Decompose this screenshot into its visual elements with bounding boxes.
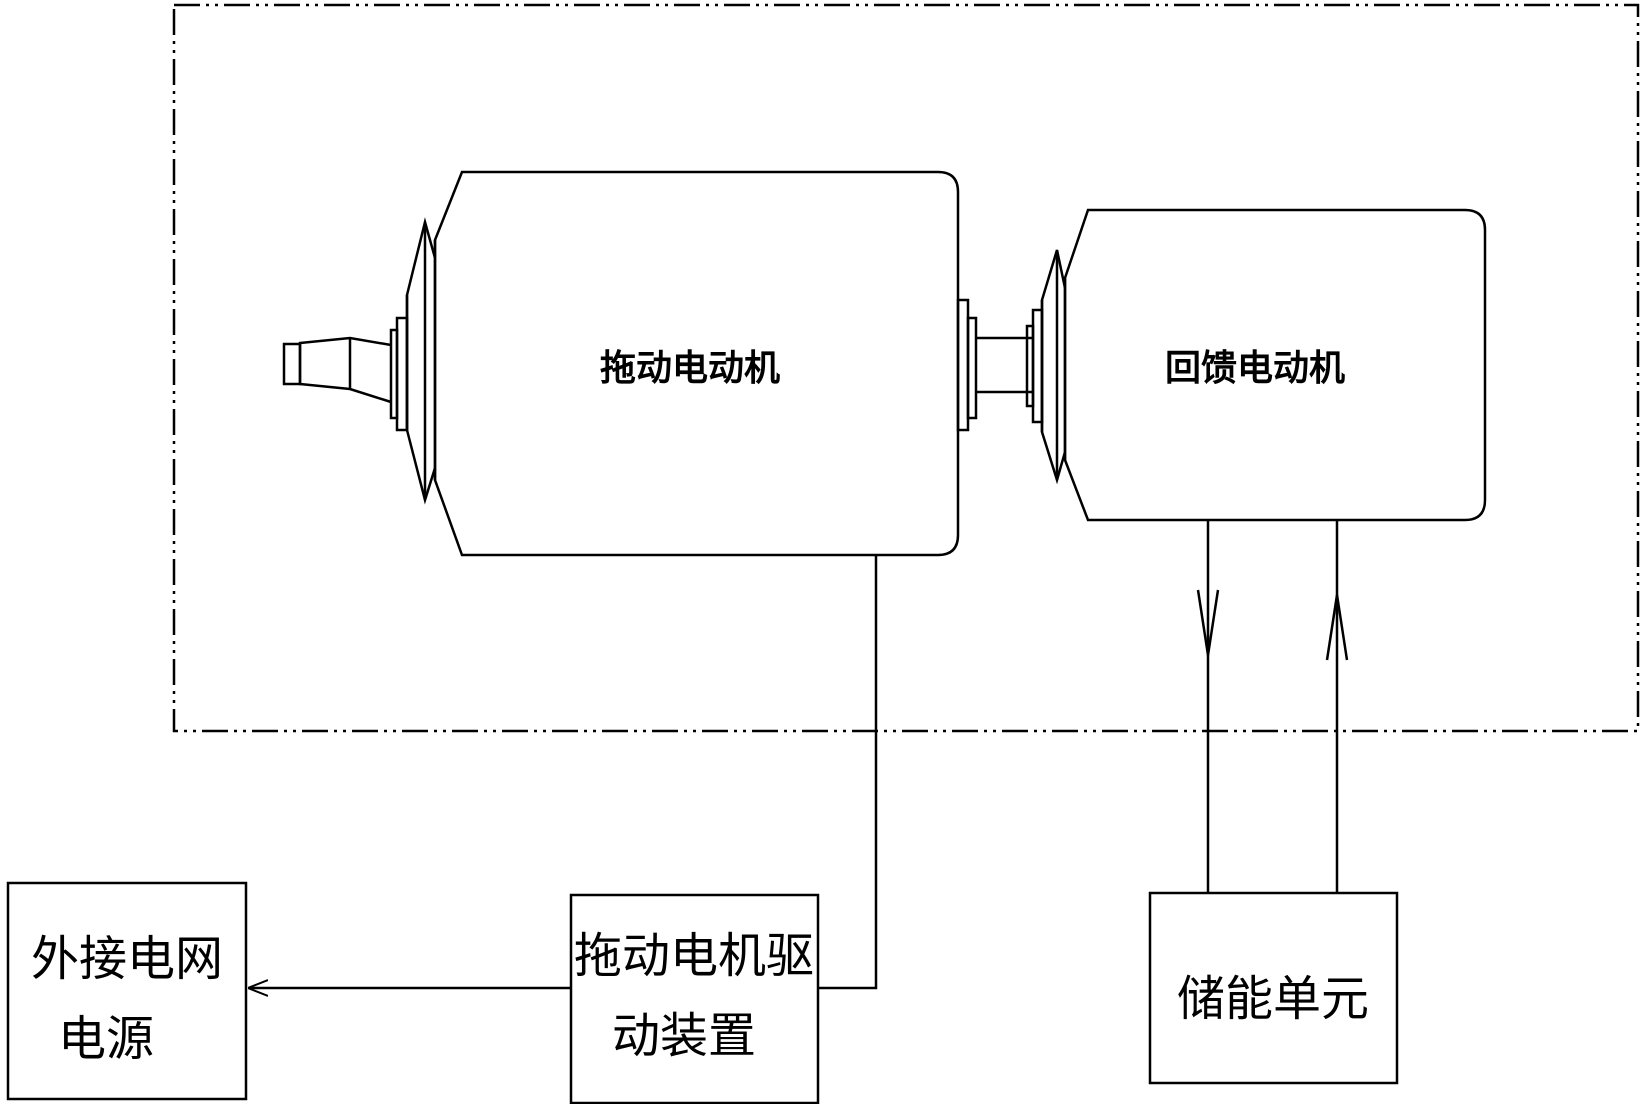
motor-driver-label-2: 动装置 bbox=[612, 1008, 756, 1064]
motor-driver-label-1: 拖动电机驱 bbox=[574, 928, 814, 984]
drive-motor-label: 拖动电动机 bbox=[600, 348, 780, 389]
down-arrow-icon bbox=[1196, 589, 1220, 656]
external-grid-label-1: 外接电网 bbox=[31, 931, 223, 987]
test-bench-frame bbox=[172, 3, 1640, 733]
energy-storage-label: 储能单元 bbox=[1177, 971, 1369, 1027]
feedback-motor: 回馈电动机 bbox=[1025, 208, 1487, 522]
feedback-motor-label: 回馈电动机 bbox=[1165, 348, 1345, 389]
coupling-shaft bbox=[976, 336, 1033, 394]
up-arrow-icon bbox=[1325, 594, 1349, 661]
external-grid-label-2: 电源 bbox=[58, 1011, 154, 1067]
drive-motor-cable bbox=[818, 555, 878, 990]
energy-storage-box: 储能单元 bbox=[1148, 891, 1399, 1085]
external-grid-box: 外接电网 电源 bbox=[6, 881, 248, 1101]
motor-driver-box: 拖动电机驱 动装置 bbox=[569, 893, 820, 1104]
drive-motor: 拖动电动机 bbox=[282, 170, 978, 557]
